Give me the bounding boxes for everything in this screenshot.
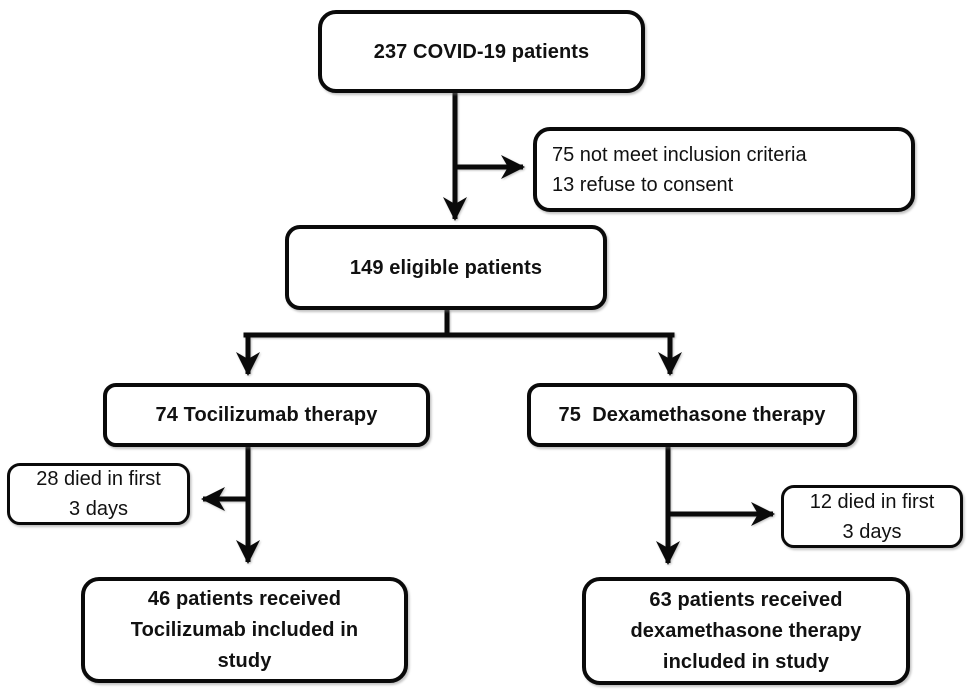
node-dexamethasone-died: 12 died in first 3 days: [781, 485, 963, 548]
node-dexamethasone-died-line1: 12 died in first: [809, 490, 935, 513]
node-tocilizumab-therapy: 74 Tocilizumab therapy: [103, 383, 430, 447]
node-dexamethasone-therapy: 75 Dexamethasone therapy: [527, 383, 857, 447]
node-total-patients: 237 COVID-19 patients: [318, 10, 645, 93]
node-tocilizumab-died-line1: 28 died in first: [36, 468, 161, 490]
node-dexamethasone-included-line2: dexamethasone therapy: [630, 619, 862, 642]
node-dexamethasone-included: 63 patients received dexamethasone thera…: [582, 577, 910, 685]
node-dexamethasone-included-line3: included in study: [662, 650, 830, 673]
node-excluded-line2: 13 refuse to consent: [552, 173, 734, 196]
node-dexamethasone-therapy-label: 75 Dexamethasone therapy: [558, 404, 826, 426]
node-eligible-patients: 149 eligible patients: [285, 225, 607, 310]
node-excluded: 75 not meet inclusion criteria 13 refuse…: [533, 127, 915, 212]
node-dexamethasone-included-line1: 63 patients received: [649, 588, 843, 611]
node-tocilizumab-included-line3: study: [217, 649, 272, 672]
node-excluded-line1: 75 not meet inclusion criteria: [552, 143, 807, 166]
node-eligible-patients-label: 149 eligible patients: [349, 256, 543, 279]
node-tocilizumab-included-line1: 46 patients received: [147, 587, 342, 610]
node-tocilizumab-died: 28 died in first 3 days: [7, 463, 190, 525]
node-tocilizumab-included-line2: Tocilizumab included in: [130, 618, 359, 641]
node-tocilizumab-died-line2: 3 days: [69, 498, 128, 520]
node-tocilizumab-therapy-label: 74 Tocilizumab therapy: [155, 404, 378, 426]
node-total-patients-label: 237 COVID-19 patients: [373, 40, 590, 63]
node-tocilizumab-included: 46 patients received Tocilizumab include…: [81, 577, 408, 683]
node-dexamethasone-died-line2: 3 days: [842, 520, 902, 543]
